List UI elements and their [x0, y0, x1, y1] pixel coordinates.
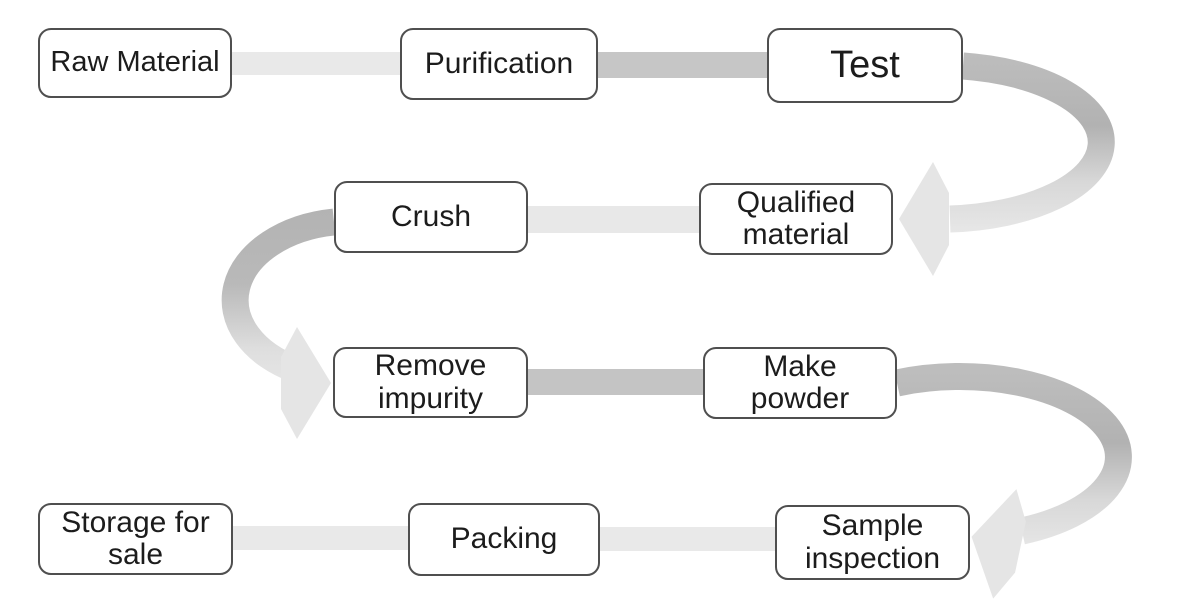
- curve-crush-to-remove-impurity: [221, 208, 336, 383]
- curve-make-powder-to-sample-inspection: [894, 363, 1132, 545]
- node-raw-material: Raw Material: [38, 28, 232, 98]
- arrowhead-into-qualified-material: [899, 162, 949, 276]
- node-label: material: [742, 218, 850, 251]
- curve-test-to-qualified-material: [949, 52, 1115, 233]
- connector-raw-material-to-purification: [230, 52, 402, 75]
- node-crush: Crush: [334, 181, 528, 253]
- node-label: impurity: [377, 381, 483, 415]
- node-label: Test: [830, 44, 900, 87]
- connector-sample-inspection-to-packing: [598, 527, 777, 551]
- node-purification: Purification: [400, 28, 598, 100]
- node-label: powder: [750, 382, 850, 415]
- node-label: Sample: [821, 509, 924, 543]
- node-label: inspection: [804, 541, 941, 575]
- node-label: Remove: [374, 349, 487, 383]
- node-label: Raw Material: [50, 46, 220, 79]
- node-packing: Packing: [408, 503, 600, 576]
- connector-packing-to-storage-for-sale: [231, 526, 410, 550]
- node-label: sale: [107, 538, 164, 571]
- node-label: Packing: [450, 522, 558, 556]
- node-label: Make: [763, 349, 837, 383]
- node-test: Test: [767, 28, 963, 103]
- connector-remove-impurity-to-make-powder: [526, 369, 705, 395]
- arrowhead-into-remove-impurity: [281, 327, 331, 439]
- node-label: Storage for: [61, 505, 210, 539]
- node-label: Purification: [424, 46, 574, 80]
- arrowhead-into-sample-inspection: [971, 489, 1026, 599]
- connector-purification-to-test: [596, 52, 769, 78]
- node-label: Qualified: [736, 185, 856, 219]
- connector-qualified-material-to-crush: [526, 206, 701, 233]
- node-label: Crush: [390, 199, 472, 233]
